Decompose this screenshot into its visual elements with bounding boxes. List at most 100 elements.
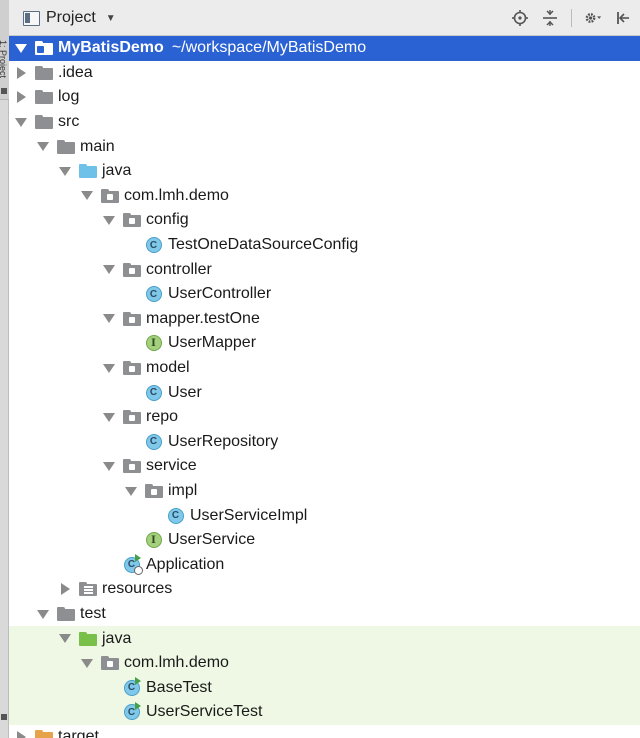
- project-panel-title: Project: [46, 9, 96, 26]
- expand-arrow-down-icon[interactable]: [37, 141, 49, 153]
- tree-row[interactable]: log: [9, 85, 640, 110]
- class-icon: C: [166, 507, 185, 524]
- class-icon: C: [144, 286, 163, 303]
- tree-spacer: [103, 559, 115, 571]
- expand-arrow-right-icon[interactable]: [15, 91, 27, 104]
- locate-icon[interactable]: [511, 9, 529, 27]
- expand-arrow-right-icon[interactable]: [15, 731, 27, 738]
- hide-panel-icon[interactable]: [614, 9, 632, 27]
- tree-row[interactable]: controller: [9, 257, 640, 282]
- tool-window-stripe: 1: Project: [0, 0, 9, 738]
- tree-item-label: BaseTest: [146, 678, 212, 696]
- tree-item-label: MyBatisDemo: [58, 39, 164, 57]
- expand-arrow-down-icon[interactable]: [15, 116, 27, 128]
- tree-row[interactable]: java: [9, 159, 640, 184]
- tree-spacer: [125, 337, 137, 349]
- tree-item-label: resources: [102, 580, 173, 598]
- header-toolbar: [511, 9, 632, 27]
- tree-row[interactable]: target: [9, 725, 640, 738]
- expand-arrow-down-icon[interactable]: [59, 165, 71, 177]
- tool-window-marker-icon: [1, 88, 7, 94]
- package-icon: [122, 310, 141, 327]
- tree-spacer: [125, 288, 137, 300]
- tree-item-label: UserServiceImpl: [190, 506, 308, 524]
- tree-row[interactable]: main: [9, 134, 640, 159]
- tree-item-label: UserRepository: [168, 432, 279, 450]
- tree-row[interactable]: C UserServiceImpl: [9, 503, 640, 528]
- expand-arrow-down-icon[interactable]: [103, 460, 115, 472]
- tree-row[interactable]: src: [9, 110, 640, 135]
- tree-row[interactable]: repo: [9, 405, 640, 430]
- tree-item-label: impl: [168, 482, 198, 500]
- project-tool-tab-label: 1: Project: [0, 40, 8, 79]
- tree-row[interactable]: impl: [9, 479, 640, 504]
- expand-arrow-down-icon[interactable]: [103, 313, 115, 325]
- folder-icon: [34, 89, 53, 106]
- collapse-all-icon[interactable]: [541, 9, 559, 27]
- tree-row[interactable]: config: [9, 208, 640, 233]
- settings-gear-icon[interactable]: [584, 9, 602, 27]
- expand-arrow-down-icon[interactable]: [15, 42, 27, 54]
- project-view-selector[interactable]: Project ▼: [23, 9, 116, 27]
- expand-arrow-down-icon[interactable]: [103, 214, 115, 226]
- tree-row[interactable]: I UserMapper: [9, 331, 640, 356]
- expand-arrow-down-icon[interactable]: [103, 411, 115, 423]
- tree-row[interactable]: resources: [9, 577, 640, 602]
- tree-row[interactable]: com.lmh.demo: [9, 651, 640, 676]
- tree-row[interactable]: model: [9, 356, 640, 381]
- tool-window-marker-icon: [1, 714, 7, 720]
- interface-icon: I: [144, 335, 163, 352]
- tree-item-label: UserMapper: [168, 334, 257, 352]
- tree-item-label: service: [146, 457, 197, 475]
- tree-item-label: test: [80, 605, 106, 623]
- source-root-icon: [78, 163, 97, 180]
- project-tool-tab[interactable]: 1: Project: [0, 0, 9, 100]
- tree-spacer: [125, 387, 137, 399]
- tree-spacer: [125, 436, 137, 448]
- package-icon: [100, 655, 119, 672]
- tree-row[interactable]: C UserRepository: [9, 430, 640, 455]
- chevron-down-icon[interactable]: ▼: [105, 12, 116, 24]
- tree-item-label: model: [146, 359, 190, 377]
- expand-arrow-down-icon[interactable]: [81, 657, 93, 669]
- tree-row[interactable]: .idea: [9, 61, 640, 86]
- expand-arrow-down-icon[interactable]: [103, 264, 115, 276]
- tree-item-label: config: [146, 211, 189, 229]
- tree-row[interactable]: com.lmh.demo: [9, 184, 640, 209]
- project-panel-header: Project ▼: [9, 0, 640, 36]
- expand-arrow-right-icon[interactable]: [59, 583, 71, 596]
- folder-icon: [56, 606, 75, 623]
- tree-row[interactable]: mapper.testOne: [9, 307, 640, 332]
- tree-item-label: UserServiceTest: [146, 703, 263, 721]
- expand-arrow-down-icon[interactable]: [81, 190, 93, 202]
- tree-row[interactable]: MyBatisDemo~/workspace/MyBatisDemo: [9, 36, 640, 61]
- interface-icon: I: [144, 532, 163, 549]
- folder-icon: [34, 114, 53, 131]
- tree-spacer: [103, 682, 115, 694]
- package-icon: [100, 187, 119, 204]
- test-root-icon: [78, 630, 97, 647]
- tree-spacer: [125, 239, 137, 251]
- expand-arrow-down-icon[interactable]: [59, 633, 71, 645]
- toolbar-separator: [571, 9, 572, 27]
- tree-row[interactable]: test: [9, 602, 640, 627]
- expand-arrow-down-icon[interactable]: [103, 362, 115, 374]
- tree-item-label: main: [80, 137, 115, 155]
- expand-arrow-down-icon[interactable]: [37, 608, 49, 620]
- class-icon: C: [144, 433, 163, 450]
- excluded-folder-icon: [34, 729, 53, 738]
- spring-boot-app-icon: C: [122, 554, 143, 576]
- expand-arrow-right-icon[interactable]: [15, 66, 27, 79]
- tree-row[interactable]: service: [9, 454, 640, 479]
- project-view-icon: [23, 10, 40, 26]
- tree-row[interactable]: java: [9, 626, 640, 651]
- expand-arrow-down-icon[interactable]: [125, 485, 137, 497]
